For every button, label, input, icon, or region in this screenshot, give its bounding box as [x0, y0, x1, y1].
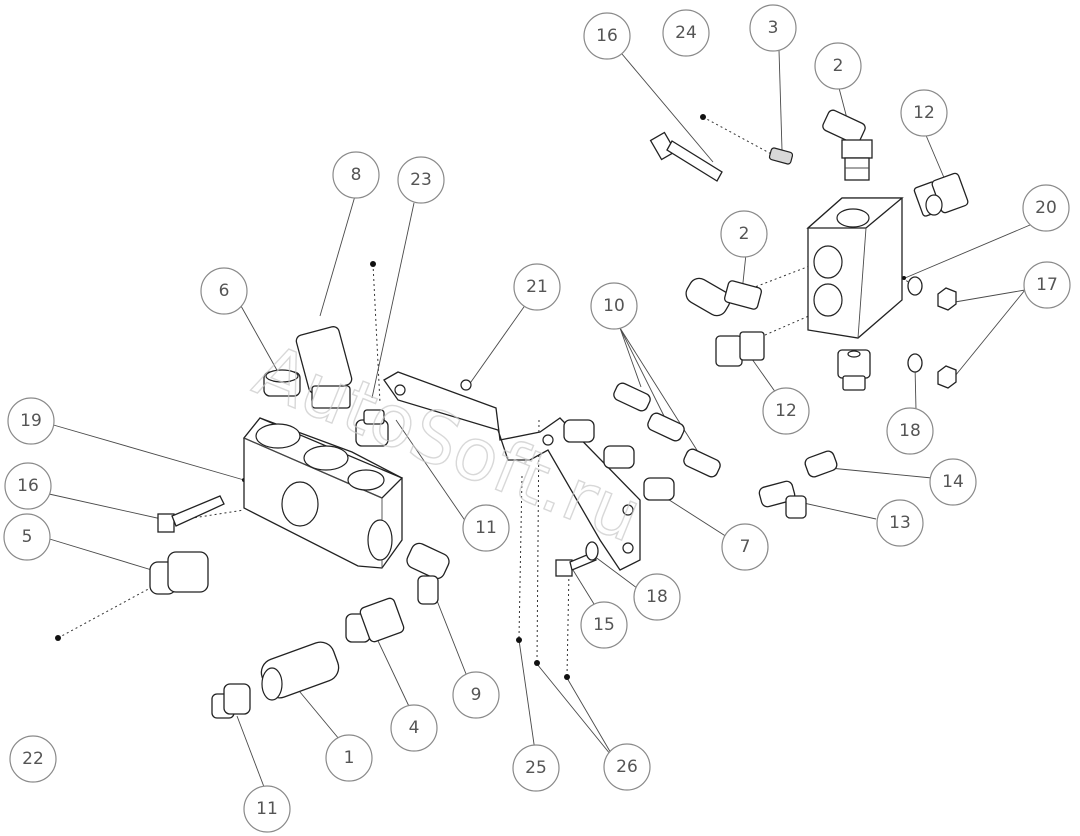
- elbow-fitting-2-mid: [685, 277, 763, 317]
- callout-label: 12: [913, 103, 935, 123]
- callout-label: 2: [833, 56, 844, 76]
- callout-17: 17: [1023, 261, 1071, 309]
- callout-label: 20: [1035, 198, 1057, 218]
- washers-nuts-right: [907, 276, 957, 389]
- callout-label: 23: [410, 170, 432, 190]
- callout-11-mid: 11: [462, 504, 510, 552]
- callout-label: 17: [1036, 275, 1058, 295]
- callout-14: 14: [929, 458, 977, 506]
- callout-16-left: 16: [4, 462, 52, 510]
- bracket-21: [383, 371, 641, 571]
- callout-5: 5: [3, 513, 51, 561]
- callout-26: 26: [603, 743, 651, 791]
- small-fitting-3: [768, 147, 794, 165]
- elbow-fitting-9: [406, 542, 450, 605]
- callout-24: 24: [662, 9, 710, 57]
- callout-6: 6: [200, 267, 248, 315]
- callout-label: 13: [889, 513, 911, 533]
- plug-6: [263, 369, 301, 397]
- callout-label: 21: [526, 277, 548, 297]
- callout-4: 4: [390, 704, 438, 752]
- callout-label: 2: [739, 224, 750, 244]
- callout-label: 26: [616, 757, 638, 777]
- callout-2-top: 2: [814, 42, 862, 90]
- callout-label: 5: [22, 527, 33, 547]
- bolt-15: [555, 541, 599, 577]
- callout-label: 8: [351, 165, 362, 185]
- callout-label: 12: [775, 401, 797, 421]
- callout-label: 10: [603, 296, 625, 316]
- callout-label: 7: [740, 537, 751, 557]
- callout-2-mid: 2: [720, 210, 768, 258]
- callout-label: 19: [20, 411, 42, 431]
- fitting-5: [149, 551, 209, 595]
- callout-1: 1: [325, 734, 373, 782]
- callout-label: 14: [942, 472, 964, 492]
- callout-label: 25: [525, 758, 547, 778]
- callout-label: 22: [22, 749, 44, 769]
- callout-22: 22: [9, 735, 57, 783]
- fitting-11-lower: [211, 683, 251, 719]
- adapter-fitting-12-upper: [913, 172, 969, 217]
- callout-label: 11: [475, 518, 497, 538]
- dashed-assembly-lines: [57, 116, 916, 677]
- valve-block-right: [806, 197, 904, 339]
- callout-label: 24: [675, 23, 697, 43]
- fitting-4: [345, 597, 405, 643]
- callout-23: 23: [397, 156, 445, 204]
- callout-8: 8: [332, 151, 380, 199]
- callout-9: 9: [452, 671, 500, 719]
- callout-label: 4: [409, 718, 420, 738]
- cylinder-1: [260, 641, 340, 701]
- callout-10: 10: [590, 282, 638, 330]
- callout-20: 20: [1022, 184, 1070, 232]
- callout-7: 7: [721, 523, 769, 571]
- callout-label: 16: [17, 476, 39, 496]
- callout-label: 16: [596, 26, 618, 46]
- callout-13: 13: [876, 499, 924, 547]
- adapter-fitting-12-lower: [715, 331, 765, 367]
- callout-label: 11: [256, 799, 278, 819]
- callout-15: 15: [580, 601, 628, 649]
- elbow-fitting-8: [295, 326, 353, 409]
- callout-19: 19: [7, 397, 55, 445]
- callout-16-top: 16: [583, 12, 631, 60]
- leader-lines: [39, 49, 1031, 801]
- callouts: 16 24 3 2 12 20 2 17 12 18 8 23 21 10 6 …: [3, 4, 1071, 833]
- callout-3: 3: [749, 4, 797, 52]
- fittings-10-cluster: [563, 382, 721, 501]
- callout-label: 1: [344, 748, 355, 768]
- marker-dots: [55, 114, 906, 680]
- callout-label: 6: [219, 281, 230, 301]
- callout-11-bottom: 11: [243, 785, 291, 833]
- callout-label: 9: [471, 685, 482, 705]
- callout-label: 18: [899, 421, 921, 441]
- bolt-16-top: [649, 131, 723, 182]
- callout-label: 18: [646, 587, 668, 607]
- callout-21: 21: [513, 263, 561, 311]
- elbow-fitting-2-top: [822, 109, 873, 181]
- callout-18-mid: 18: [633, 573, 681, 621]
- callout-label: 3: [768, 18, 779, 38]
- callout-25: 25: [512, 744, 560, 792]
- fitting-11-mid: [355, 409, 389, 447]
- callout-18-right: 18: [886, 407, 934, 455]
- elbow-fittings-13-14: [758, 450, 838, 519]
- callout-12-top: 12: [900, 89, 948, 137]
- block-bottom-fitting: [837, 349, 871, 391]
- bolt-16-left: [157, 495, 225, 533]
- callout-label: 15: [593, 615, 615, 635]
- valve-block-19: [242, 417, 404, 569]
- callout-12-mid: 12: [762, 387, 810, 435]
